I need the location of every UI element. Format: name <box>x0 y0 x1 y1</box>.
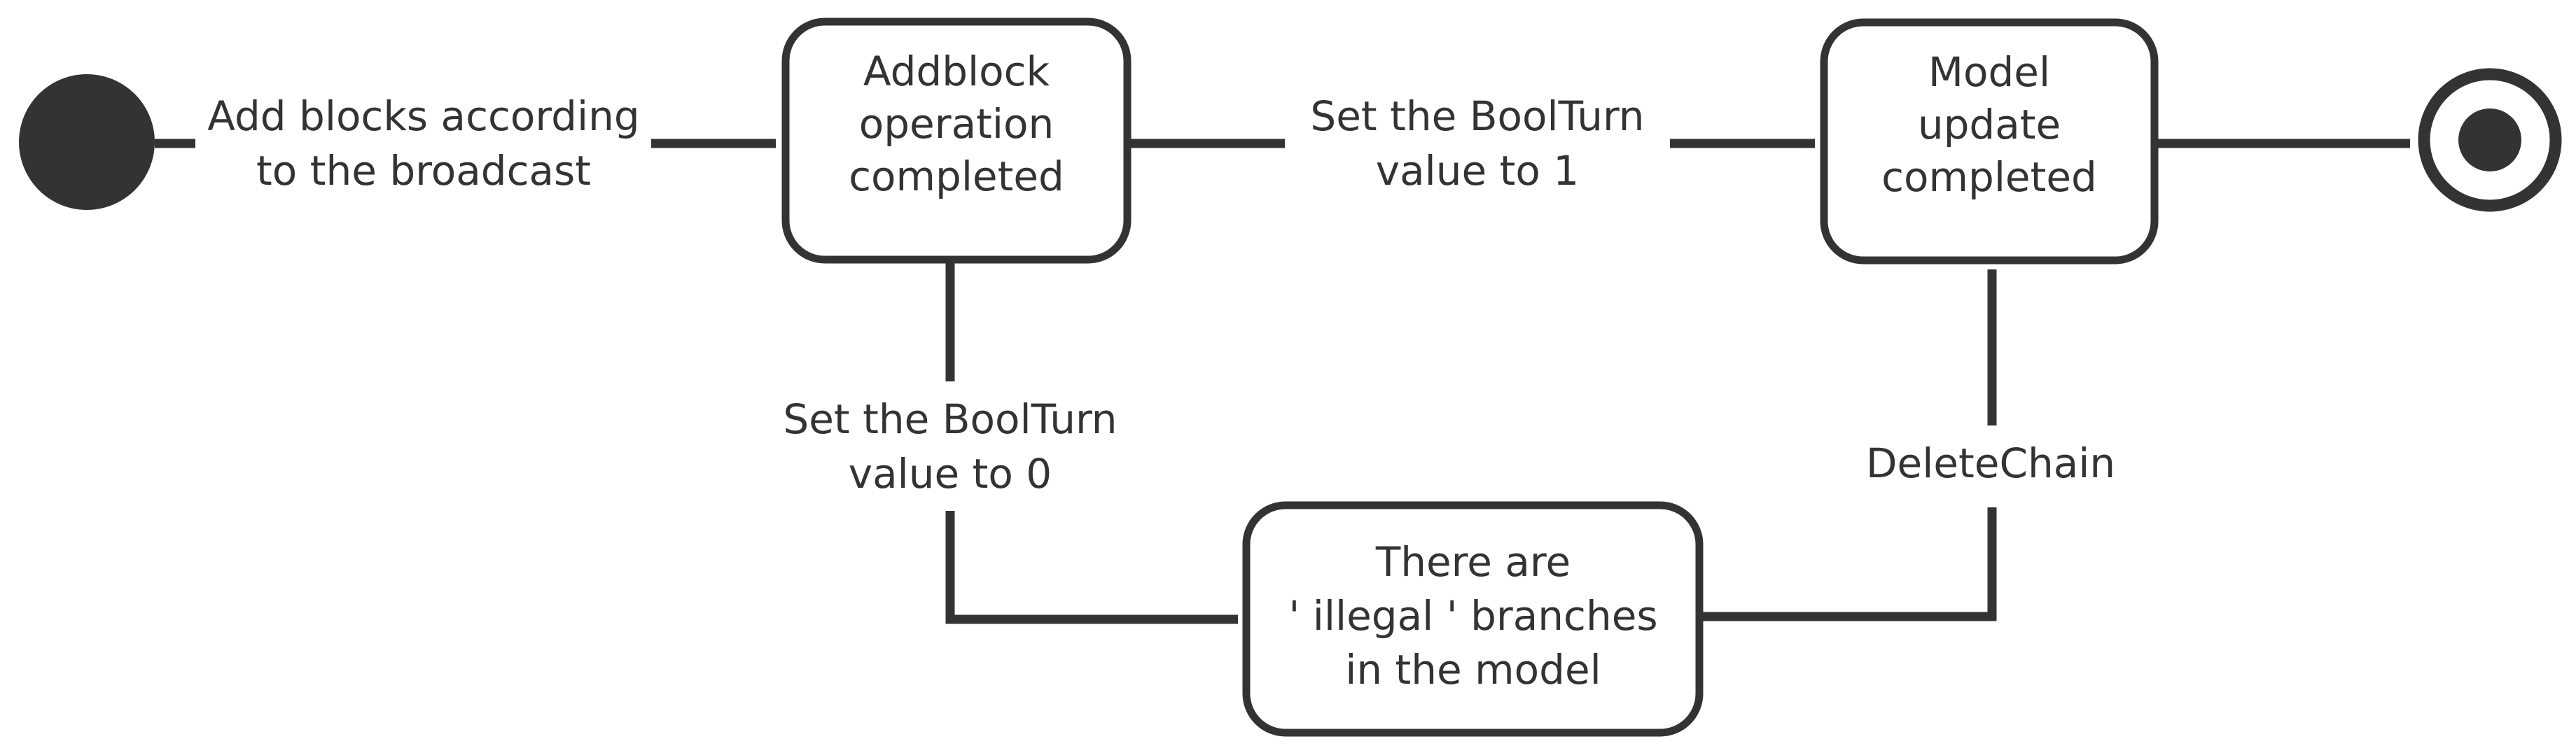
edge-segment-right-up-lower <box>1699 507 1997 621</box>
state-node-model-update[interactable]: Model update completed <box>1820 18 2159 265</box>
state-label-line-1: There are <box>1375 538 1571 586</box>
transition-label-line-1: Set the BoolTurn <box>1310 92 1644 140</box>
transition-addblock-to-model-update[interactable]: Set the BoolTurn value to 1 <box>1127 92 1816 195</box>
transition-label-line-2: value to 0 <box>849 450 1052 498</box>
state-label-line-1: Addblock <box>863 48 1050 95</box>
transition-addblock-to-illegal-branches[interactable]: Set the BoolTurn value to 0 <box>783 260 1239 624</box>
transition-label-line-1: Set the BoolTurn <box>783 395 1117 443</box>
edge-segment-down-right-arrow <box>945 511 1239 624</box>
transition-label-line-2: value to 1 <box>1376 147 1579 195</box>
final-state-inner-dot <box>2458 108 2521 171</box>
transition-label-line-1: DeleteChain <box>1866 439 2115 487</box>
transition-illegal-branches-to-model-update[interactable]: DeleteChain <box>1699 269 2115 621</box>
transition-label-line-1: Add blocks according <box>207 92 639 140</box>
state-label-line-2: ' illegal ' branches <box>1288 592 1657 640</box>
state-node-illegal-branches[interactable]: There are ' illegal ' branches in the mo… <box>1242 501 1704 737</box>
state-node-addblock[interactable]: Addblock operation completed <box>781 17 1132 264</box>
state-label-line-3: completed <box>849 153 1064 200</box>
state-label-line-2: operation <box>859 100 1054 148</box>
initial-state-node[interactable] <box>19 74 155 210</box>
state-box <box>781 17 1132 264</box>
state-label-line-3: completed <box>1881 153 2097 201</box>
initial-state-circle <box>19 74 155 210</box>
state-box <box>1820 18 2159 265</box>
final-state-node[interactable] <box>2418 68 2562 212</box>
state-box <box>1242 501 1704 737</box>
state-label-line-3: in the model <box>1345 646 1601 694</box>
transition-initial-to-addblock[interactable]: Add blocks according to the broadcast <box>155 92 777 195</box>
transition-label-line-2: to the broadcast <box>256 147 591 195</box>
state-label-line-1: Model <box>1928 48 2050 96</box>
state-label-line-2: update <box>1918 101 2061 148</box>
